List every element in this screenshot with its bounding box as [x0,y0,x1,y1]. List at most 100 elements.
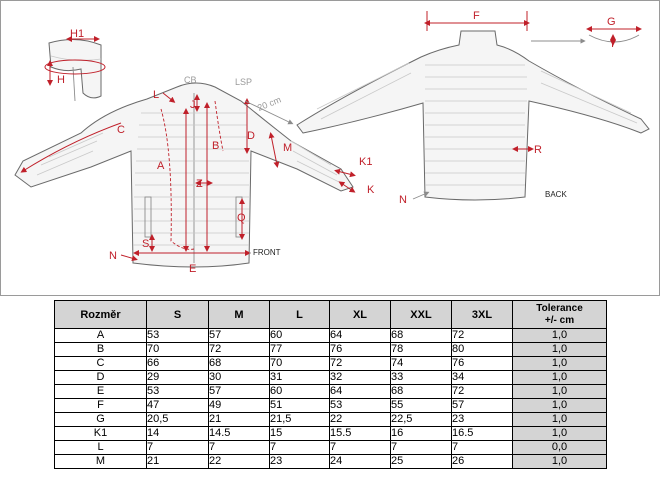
size-value-cell: 60 [269,328,330,343]
label-lsp: LSP [235,77,252,87]
size-value-cell: 55 [390,398,452,413]
size-value-cell: 21 [146,454,209,469]
label-j: J [190,99,196,111]
size-value-cell: 21,5 [269,412,330,427]
label-i: I [611,38,614,50]
label-c: C [117,124,125,136]
size-value-cell: 30 [208,370,270,385]
size-value-cell: 24 [329,454,391,469]
size-value-cell: 72 [451,328,513,343]
table-header-row: Rozměr S M L XL XXL 3XL Tolerance +/- cm [54,300,607,329]
label-q: Q [237,212,246,224]
size-value-cell: 57 [208,328,270,343]
label-k1: K1 [359,156,372,168]
label-g: G [607,16,616,28]
size-value-cell: 16.5 [451,426,513,441]
label-r: R [534,144,542,156]
label-n-back: N [399,194,407,206]
dimension-cell: A [54,328,147,343]
collar-detail [44,36,106,102]
header-s: S [146,300,209,329]
dimension-cell: G [54,412,147,427]
size-value-cell: 68 [390,328,452,343]
tolerance-cell: 1,0 [512,370,607,385]
size-table: Rozměr S M L XL XXL 3XL Tolerance +/- cm… [54,300,607,469]
size-value-cell: 49 [208,398,270,413]
label-cb: CB [184,75,197,85]
size-value-cell: 23 [269,454,330,469]
label-n-front: N [109,250,117,262]
measurement-diagram: H1 H CB LSP 20 cm L J C D B M A K1 K Z Q… [0,0,660,296]
tolerance-cell: 1,0 [512,454,607,469]
size-value-cell: 16 [390,426,452,441]
tolerance-cell: 0,0 [512,440,607,455]
size-value-cell: 77 [269,342,330,357]
size-value-cell: 68 [208,356,270,371]
header-xxl: XXL [390,300,452,329]
label-e: E [189,263,196,275]
size-value-cell: 53 [329,398,391,413]
size-value-cell: 60 [269,384,330,399]
size-value-cell: 22 [329,412,391,427]
size-value-cell: 64 [329,384,391,399]
label-h1: H1 [70,28,84,40]
dimension-cell: K1 [54,426,147,441]
size-value-cell: 15.5 [329,426,391,441]
size-value-cell: 76 [329,342,391,357]
label-a: A [157,160,165,172]
dimension-cell: L [54,440,147,455]
size-value-cell: 51 [269,398,330,413]
jacket-drawings: H1 H CB LSP 20 cm L J C D B M A K1 K Z Q… [14,10,650,275]
dimension-cell: E [54,384,147,399]
size-value-cell: 14.5 [208,426,270,441]
size-value-cell: 76 [451,356,513,371]
size-value-cell: 20,5 [146,412,209,427]
header-3xl: 3XL [451,300,513,329]
size-value-cell: 47 [146,398,209,413]
header-l: L [269,300,330,329]
header-xl: XL [329,300,391,329]
size-value-cell: 14 [146,426,209,441]
size-value-cell: 33 [390,370,452,385]
size-value-cell: 23 [451,412,513,427]
back-jacket-drawing [296,11,650,201]
size-value-cell: 57 [208,384,270,399]
label-d: D [247,130,255,142]
tolerance-cell: 1,0 [512,412,607,427]
label-m: M [283,142,292,154]
label-s: S [142,238,149,250]
label-k: K [367,184,375,196]
size-value-cell: 53 [146,328,209,343]
size-value-cell: 72 [208,342,270,357]
tolerance-cell: 1,0 [512,398,607,413]
size-value-cell: 34 [451,370,513,385]
label-z: Z [196,178,203,190]
tolerance-cell: 1,0 [512,426,607,441]
size-value-cell: 70 [269,356,330,371]
size-value-cell: 7 [269,440,330,455]
size-value-cell: 53 [146,384,209,399]
label-20cm: 20 cm [256,94,282,112]
size-value-cell: 72 [329,356,391,371]
dimension-cell: B [54,342,147,357]
size-value-cell: 15 [269,426,330,441]
label-l: L [153,89,159,101]
size-value-cell: 32 [329,370,391,385]
size-value-cell: 7 [390,440,452,455]
header-dimension: Rozměr [54,300,147,329]
tolerance-cell: 1,0 [512,342,607,357]
size-value-cell: 29 [146,370,209,385]
size-value-cell: 66 [146,356,209,371]
dimension-cell: F [54,398,147,413]
label-back: BACK [545,190,567,199]
size-value-cell: 80 [451,342,513,357]
